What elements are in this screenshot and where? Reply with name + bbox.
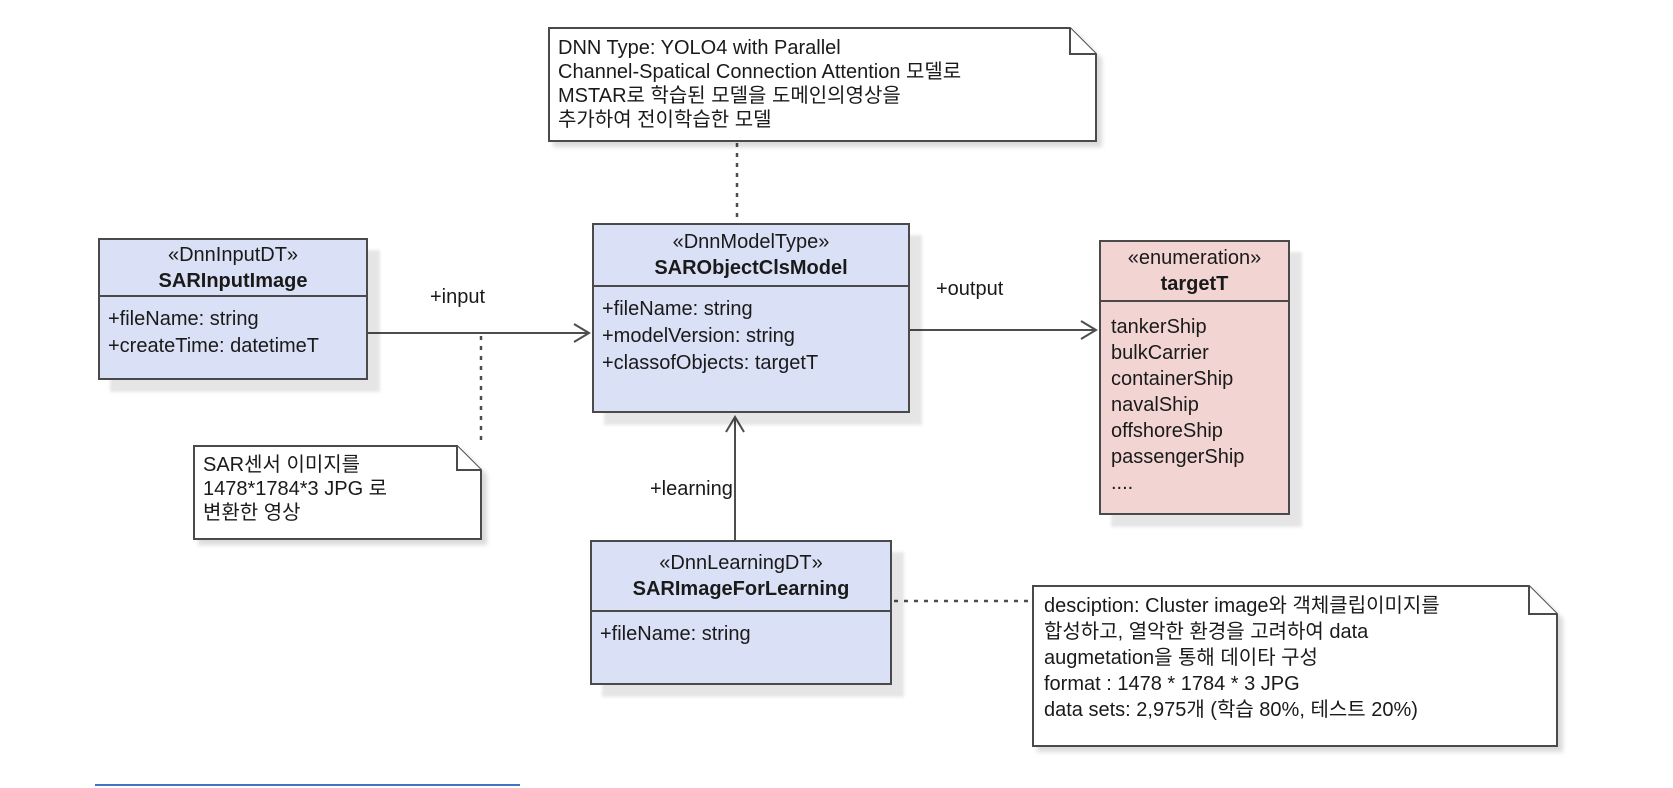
edge-output-association[interactable] [910,320,1098,340]
class-stereotype: «enumeration» [1127,247,1262,269]
note-line: format : 1478 * 1784 * 3 JPG [1044,673,1300,695]
enum-value: containerShip [1111,368,1234,390]
enumeration-target-t[interactable]: «enumeration» targetT tankerShip bulkCar… [1099,240,1290,515]
note-fold-icon [1528,586,1557,615]
class-attributes: +fileName: string +createTime: datetimeT [100,297,366,369]
note-line: Channel-Spatical Connection Attention 모델… [558,61,962,83]
note-text: DNN Type: YOLO4 with Parallel Channel-Sp… [548,27,1097,141]
class-attribute: +modelVersion: string [602,325,795,347]
class-attribute: +fileName: string [602,298,753,320]
note-text: SAR센서 이미지를 1478*1784*3 JPG 로 변환한 영상 [193,445,482,533]
class-stereotype: «DnnModelType» [672,231,830,253]
note-line: 합성하고, 열악한 환경을 고려하여 data [1044,621,1369,643]
edge-input-association[interactable] [368,323,591,343]
class-header: «enumeration» targetT [1101,242,1288,302]
edge-label-learning: +learning [650,478,733,500]
class-stereotype: «DnnInputDT» [167,243,299,266]
class-name: SARImageForLearning [632,578,850,600]
enumeration-values: tankerShip bulkCarrier containerShip nav… [1101,302,1288,508]
enum-value: navalShip [1111,394,1199,416]
note-fold-icon [456,446,481,471]
enum-value: passengerShip [1111,446,1245,468]
note-line: desciption: Cluster image와 객체클립이미지를 [1044,595,1440,617]
note-shape [1032,585,1558,747]
note-line: augmetation을 통해 데이타 구성 [1044,647,1318,669]
bottom-blue-line [95,784,520,786]
note-dnn-type[interactable]: DNN Type: YOLO4 with Parallel Channel-Sp… [548,27,1097,142]
class-attribute: +fileName: string [600,623,751,645]
note-shape [193,445,482,540]
edge-label-output: +output [936,278,1004,300]
class-attribute: +fileName: string [108,308,259,330]
class-name: SARObjectClsModel [654,257,848,279]
class-attributes: +fileName: string +modelVersion: string … [594,287,908,386]
note-line: SAR센서 이미지를 [203,454,361,476]
class-name: SARInputImage [158,269,308,292]
class-header: «DnnLearningDT» SARImageForLearning [592,542,890,612]
edge-learning-association[interactable] [725,415,745,540]
arrowhead-right-icon [1080,320,1098,340]
note-line: MSTAR로 학습된 모델을 도메인의영상을 [558,85,901,107]
arrowhead-right-icon [573,323,591,343]
class-attribute: +createTime: datetimeT [108,335,320,357]
class-name: targetT [1160,273,1229,295]
enum-value: tankerShip [1111,316,1207,338]
edge-label-input: +input [430,286,486,308]
note-line: data sets: 2,975개 (학습 80%, 테스트 20%) [1044,699,1418,721]
class-stereotype: «DnnLearningDT» [659,552,823,574]
class-header: «DnnModelType» SARObjectClsModel [594,225,908,287]
note-line: 추가하여 전이학습한 모델 [558,109,772,131]
note-fold-icon [1069,28,1096,55]
class-header: «DnnInputDT» SARInputImage [100,240,366,297]
enum-value: .... [1111,472,1134,494]
note-shape [548,27,1097,142]
class-sar-image-for-learning[interactable]: «DnnLearningDT» SARImageForLearning +fil… [590,540,892,685]
note-sar-sensor-image[interactable]: SAR센서 이미지를 1478*1784*3 JPG 로 변환한 영상 [193,445,482,540]
note-line: DNN Type: YOLO4 with Parallel [558,37,841,59]
note-line: 변환한 영상 [203,502,301,524]
enum-value: bulkCarrier [1111,342,1209,364]
class-attribute: +classofObjects: targetT [602,352,819,374]
class-sar-input-image[interactable]: «DnnInputDT» SARInputImage +fileName: st… [98,238,368,380]
class-attributes: +fileName: string [592,612,890,657]
enum-value: offshoreShip [1111,420,1223,442]
arrowhead-up-icon [725,415,745,433]
note-text: desciption: Cluster image와 객체클립이미지를 합성하고… [1032,585,1558,731]
note-line: 1478*1784*3 JPG 로 [203,478,388,500]
class-sar-object-cls-model[interactable]: «DnnModelType» SARObjectClsModel +fileNa… [592,223,910,413]
note-description-dataset[interactable]: desciption: Cluster image와 객체클립이미지를 합성하고… [1032,585,1558,747]
